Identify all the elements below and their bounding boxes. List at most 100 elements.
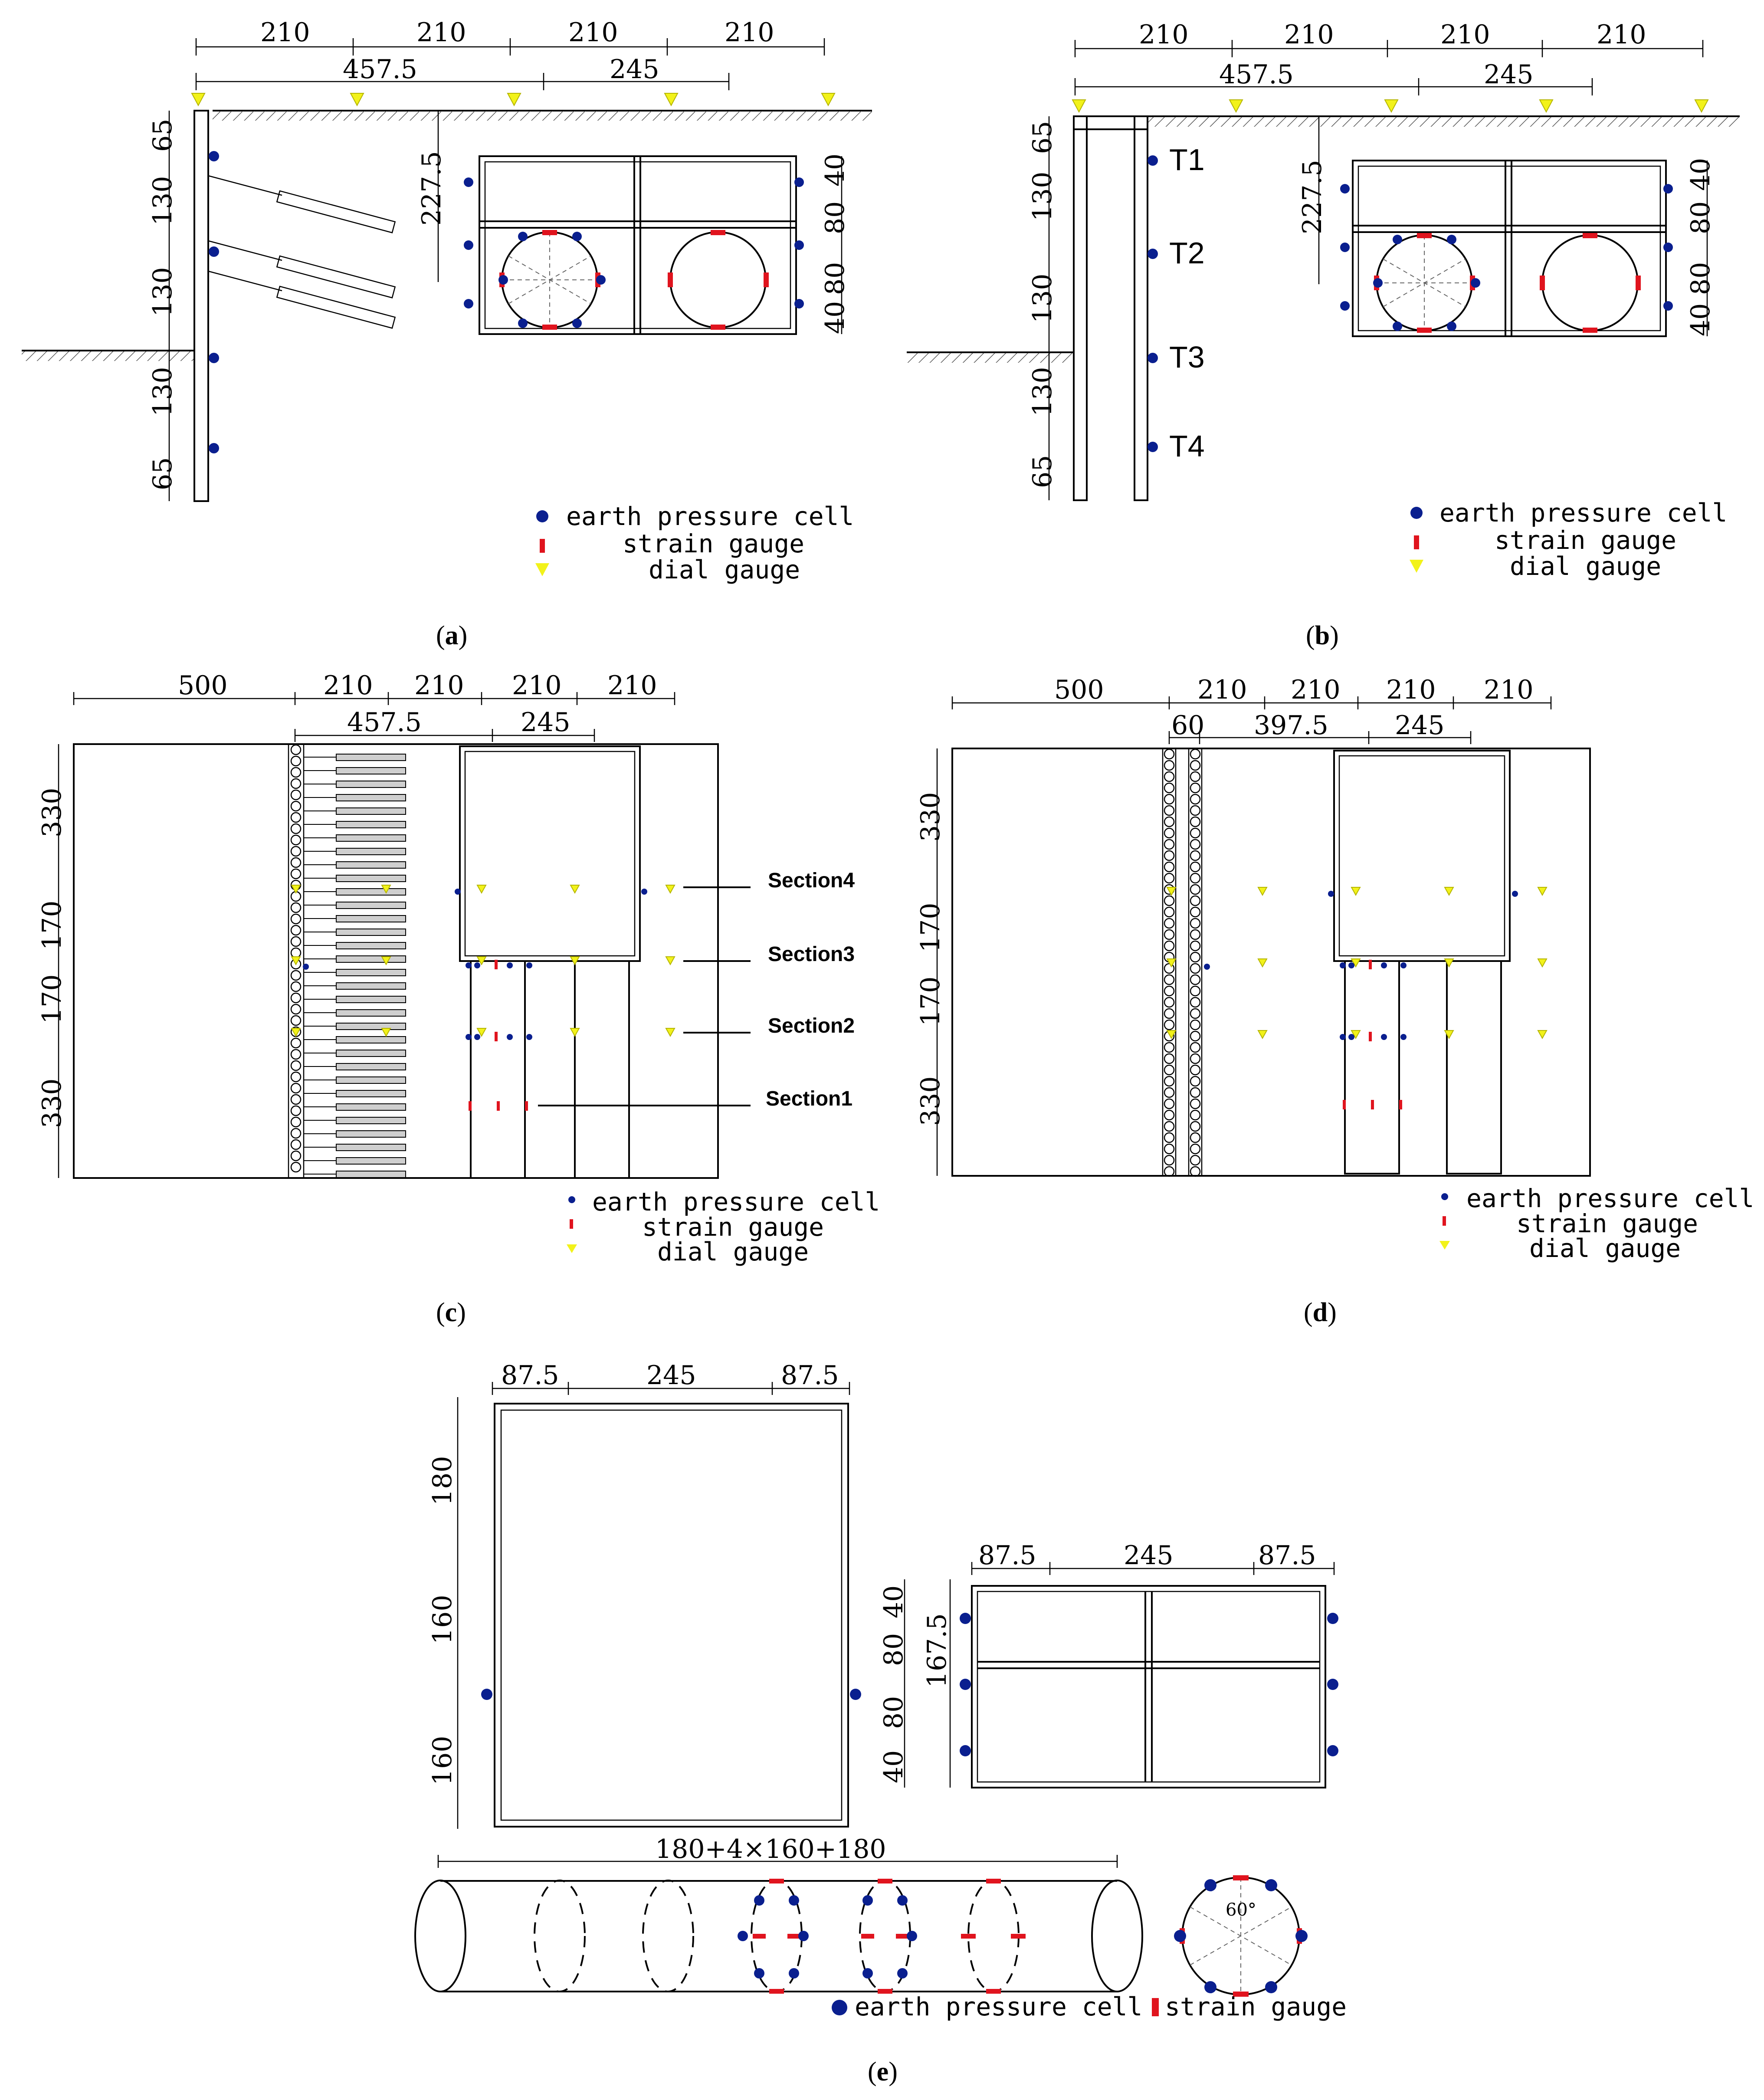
panel-e-caption: (e) [868, 2057, 898, 2087]
pile-circle [290, 778, 302, 789]
anchor-rod-body [336, 942, 406, 949]
dial-gauge-legend-icon [1410, 560, 1423, 573]
pile-circle [1164, 794, 1175, 805]
pile-circle [290, 1060, 302, 1071]
panel-d-plan-boundary [951, 748, 1591, 1177]
panel-b-point-label-t2: T2 [1169, 236, 1205, 270]
panel-b-double-wall [1073, 115, 1148, 501]
panel-b-floor-hatch [907, 353, 1074, 363]
pile-circle [1190, 895, 1201, 906]
panel-c-section-2-label: Section2 [768, 1014, 855, 1037]
pile-circle [1164, 1042, 1175, 1053]
pile-circle [290, 1162, 302, 1173]
pile-circle [290, 1116, 302, 1128]
panel-c-legend-dial-gauge: dial gauge [657, 1237, 809, 1267]
pile-circle [1190, 1053, 1201, 1064]
panel-c-anchor-rods [304, 754, 406, 1178]
panel-c-caption: (c) [436, 1298, 466, 1327]
anchor-rod-body [336, 915, 406, 922]
earth-pressure-cell-marker [209, 246, 219, 257]
earth-pressure-cell-legend-icon [1441, 1193, 1448, 1200]
anchor-rod-body [336, 821, 406, 828]
pile-circle [1190, 1132, 1201, 1143]
pile-circle [290, 801, 302, 812]
anchor-rod-body [336, 1036, 406, 1043]
panel-c-section-3-label: Section3 [768, 943, 855, 966]
panel-b-second-dim-1: 457.5 [1219, 59, 1294, 90]
panel-e-plan-box: 87.5 245 87.5 180 160 160 [427, 1360, 861, 1829]
anchor-rod-body [336, 875, 406, 882]
panel-c-legend-strain-gauge: strain gauge [642, 1212, 824, 1242]
earth-pressure-cell-legend-icon [1410, 507, 1423, 519]
panel-a-caption: (a) [436, 621, 467, 650]
pile-circle [290, 1083, 302, 1094]
pile-circle [1190, 1087, 1201, 1098]
panel-d-left-dim-1: 330 [915, 792, 946, 842]
pile-circle [1190, 748, 1201, 760]
pile-circle [1164, 1008, 1175, 1019]
panel-b-box-section: 227.5 40 80 80 40 [1297, 116, 1716, 337]
panel-c-top-dim-5: 210 [607, 670, 657, 701]
panel-d-legend: earth pressure cell strain gauge dial ga… [1439, 1184, 1754, 1263]
pile-circle [1164, 895, 1175, 906]
panel-c-legend: earth pressure cell strain gauge dial ga… [567, 1187, 880, 1267]
panel-e-section-top-dim-2: 245 [1124, 1540, 1174, 1571]
pile-circle [290, 857, 302, 868]
pile-circle [290, 755, 302, 767]
anchor-rod-body [336, 794, 406, 801]
pile-circle [290, 925, 302, 936]
pile-circle [1164, 1098, 1175, 1109]
pile-circle [1190, 873, 1201, 884]
pile-circle [290, 1139, 302, 1150]
anchor-rod-body [336, 1103, 406, 1111]
panel-c-second-dim-2: 245 [521, 707, 571, 738]
pile-circle [1164, 974, 1175, 985]
panel-e-section-side-dim-4: 40 [879, 1750, 909, 1783]
panel-a-anchors [208, 175, 396, 329]
panel-c-left-dim-2: 170 [37, 900, 67, 950]
panel-c-pile-row [288, 744, 305, 1178]
panel-a-top-dim-4: 210 [725, 17, 774, 48]
panel-e-plan-left-dim-2: 160 [427, 1595, 458, 1644]
panel-a-second-dim-1: 457.5 [343, 54, 417, 85]
panel-b-left-dimension: 65 130 130 130 65 [1027, 116, 1058, 500]
panel-b-top-dim-3: 210 [1440, 20, 1490, 50]
pile-circle [1164, 827, 1175, 839]
pile-circle [1190, 1030, 1201, 1042]
pile-circle [290, 947, 302, 958]
panel-b: 210 210 210 210 457.5 245 65 130 130 130… [907, 20, 1740, 650]
pile-circle [290, 970, 302, 981]
panel-e-plan-top-dim-1: 87.5 [501, 1360, 559, 1391]
panel-c-pipe-box [459, 745, 641, 1179]
panel-c-left-dim-3: 170 [37, 974, 67, 1024]
panel-d-legend-strain-gauge: strain gauge [1516, 1209, 1698, 1238]
anchor-rod-body [336, 807, 406, 815]
anchor-rod-body [336, 754, 406, 761]
anchor-rod-body [336, 848, 406, 855]
pile-circle [290, 1037, 302, 1049]
panel-b-box-right-dim-1: 40 [1685, 158, 1716, 191]
panel-e-pipe: 180+4×160+180 [414, 1834, 1143, 1994]
panel-b-left-dim-2: 130 [1027, 171, 1058, 221]
pile-circle [290, 1071, 302, 1083]
pile-circle [1190, 997, 1201, 1008]
panel-a-retaining-wall [193, 110, 209, 502]
panel-a-box-right-dim-1: 40 [820, 154, 850, 187]
earth-pressure-cell-legend-icon [536, 510, 548, 522]
pile-circle [1164, 816, 1175, 827]
pile-circle [1190, 974, 1201, 985]
anchor-rod-body [336, 902, 406, 909]
pile-circle [1190, 760, 1201, 771]
panel-b-second-dim-2: 245 [1484, 59, 1534, 90]
panel-b-point-label-t4: T4 [1169, 429, 1205, 463]
panel-a-box-right-dim-3: 80 [820, 262, 850, 295]
panel-b-top-dim-2: 210 [1284, 20, 1334, 50]
anchor-rod-body [336, 1090, 406, 1097]
pile-circle [1164, 1053, 1175, 1064]
pile-circle [1164, 1155, 1175, 1166]
panel-b-top-dimension: 210 210 210 210 457.5 245 [1074, 20, 1704, 95]
panel-a: 210 210 210 210 457.5 245 65 130 130 130… [22, 17, 872, 650]
panel-d-caption: (d) [1304, 1298, 1337, 1327]
panel-e-angle-label: 60° [1226, 1900, 1256, 1920]
